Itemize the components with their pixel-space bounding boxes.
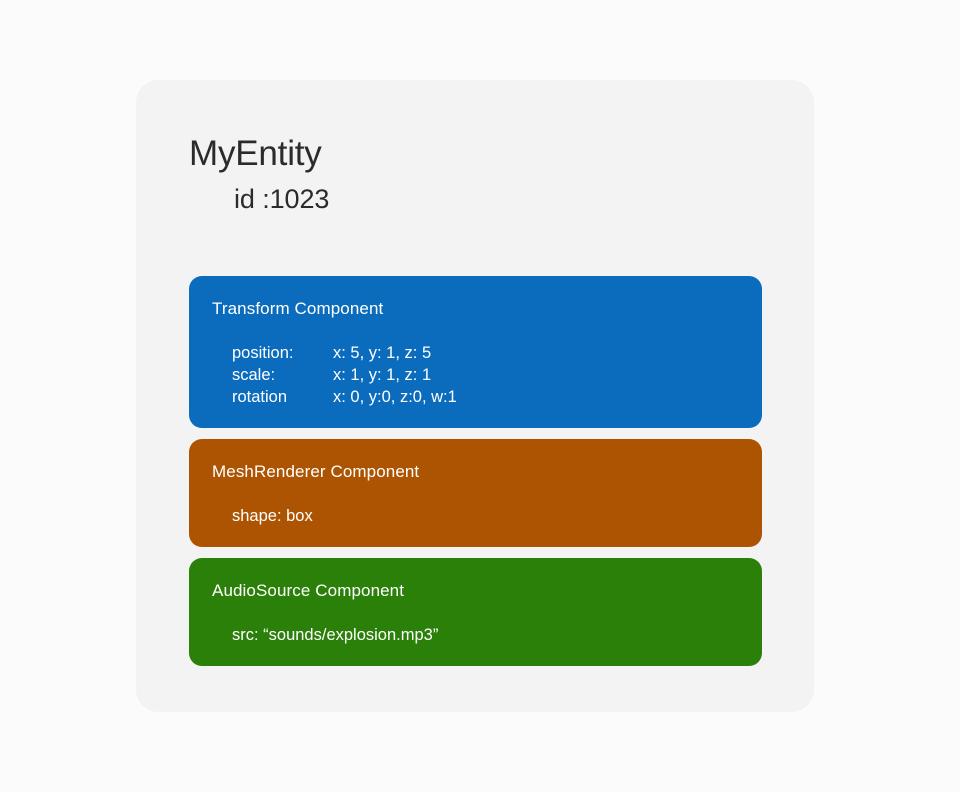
property-key: position: [232,344,294,362]
component-properties: src: “sounds/explosion.mp3” [232,624,739,646]
component-properties: position: x: 5, y: 1, z: 5 scale: x: 1, y: … [232,342,739,408]
entity-header: MyEntity id :1023 [189,133,789,215]
property-key: rotation [232,388,288,406]
entity-id-label: id :1023 [234,184,330,214]
component-title: MeshRenderer Component [212,462,420,481]
property-key: scale: [232,366,276,384]
component-properties: shape: box [232,505,739,527]
property-value: x: 1, y: 1, z: 1 [333,366,432,384]
property-value: x: 5, y: 1, z: 5 [333,344,432,362]
component-title: AudioSource Component [212,581,405,600]
property-row: rotation x: 0, y:0, z:0, w:1 [232,386,739,408]
entity-title: MyEntity [189,134,322,173]
component-block-transform[interactable]: Transform Component position: x: 5, y: 1, … [189,276,762,428]
property-row: position: x: 5, y: 1, z: 5 [232,342,739,364]
property-row: src: “sounds/explosion.mp3” [232,626,439,644]
component-block-audio-source[interactable]: AudioSource Component src: “sounds/explos… [189,558,762,666]
entity-card: MyEntity id :1023 Transform Component pos… [136,80,814,712]
component-list: Transform Component position: x: 5, y: 1, … [189,276,762,666]
component-block-mesh-renderer[interactable]: MeshRenderer Component shape: box [189,439,762,547]
property-value: x: 0, y:0, z:0, w:1 [333,388,457,406]
property-row: shape: box [232,507,313,525]
component-title: Transform Component [212,299,384,318]
property-row: scale: x: 1, y: 1, z: 1 [232,364,739,386]
